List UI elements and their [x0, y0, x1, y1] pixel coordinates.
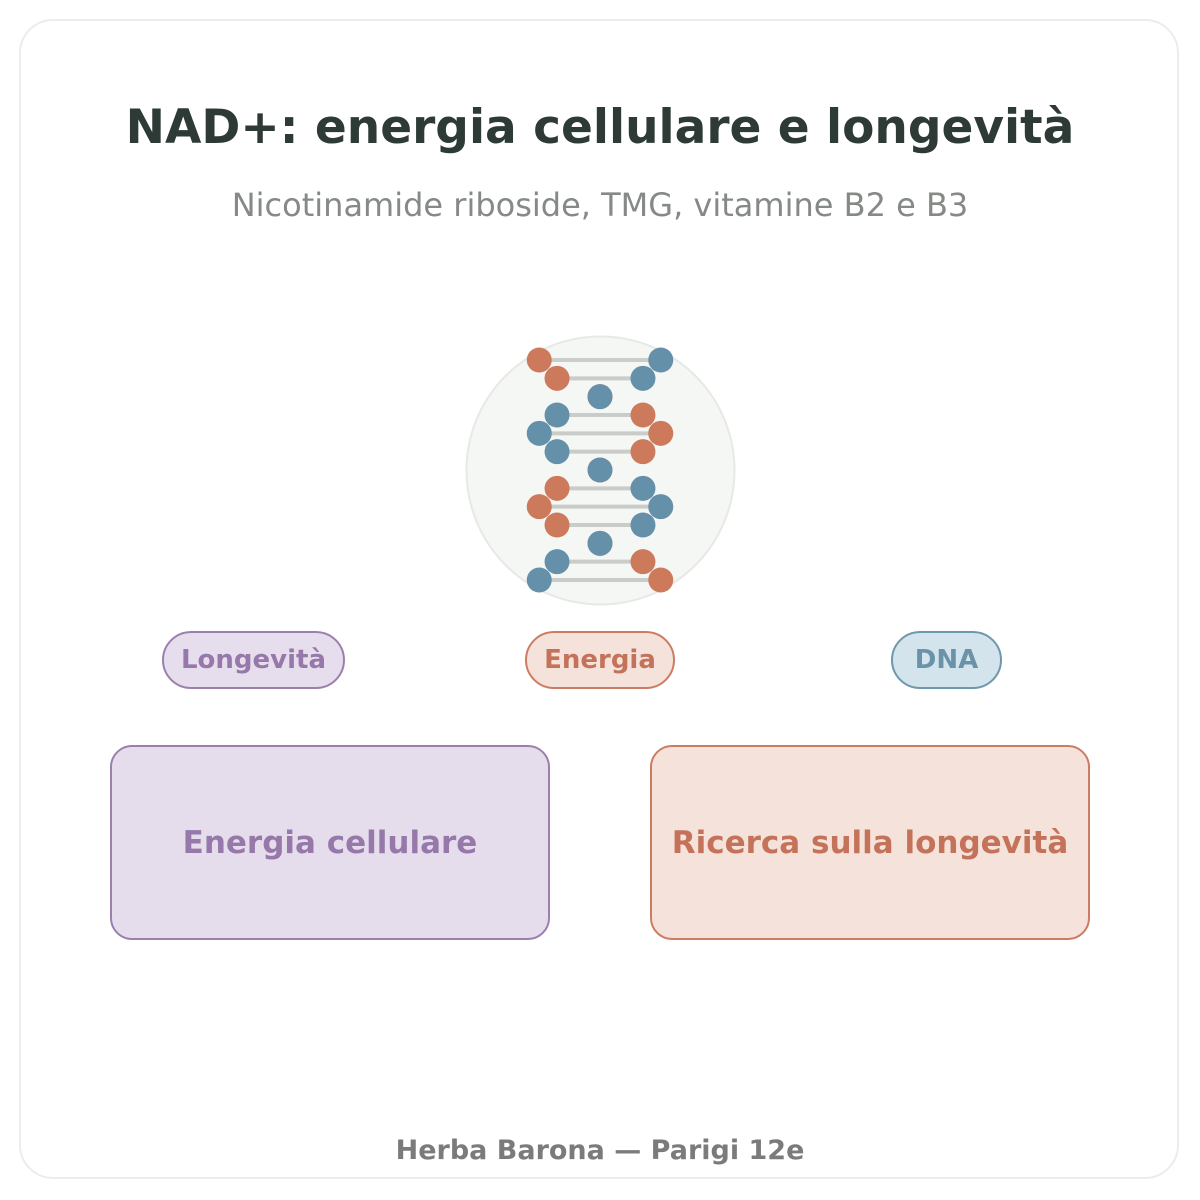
dna-node-strand-b — [544, 439, 570, 465]
box-energia-cellulare-label: Energia cellulare — [182, 824, 478, 861]
tag-longevita: Longevità — [162, 631, 345, 689]
dna-helix-icon — [465, 335, 736, 606]
dna-node-strand-b — [587, 530, 613, 556]
dna-node-strand-b — [526, 567, 552, 593]
dna-node-strand-a — [648, 420, 674, 446]
dna-node-strand-a — [544, 475, 570, 501]
page-title: NAD+: energia cellulare e longevità — [125, 100, 1075, 155]
dna-node-strand-a — [526, 494, 552, 520]
dna-node-strand-a — [526, 347, 552, 373]
tag-dna: DNA — [891, 631, 1002, 689]
dna-node-strand-b — [630, 365, 656, 391]
dna-node-strand-b — [544, 549, 570, 575]
footer-credit: Herba Barona — Parigi 12e — [395, 1135, 805, 1166]
dna-node-strand-b — [630, 475, 656, 501]
dna-node-strand-b — [587, 457, 613, 483]
dna-node-strand-a — [544, 512, 570, 538]
dna-node-strand-a — [630, 439, 656, 465]
dna-node-strand-a — [544, 365, 570, 391]
box-ricerca-longevita: Ricerca sulla longevità — [650, 745, 1090, 940]
dna-node-strand-b — [648, 494, 674, 520]
dna-node-strand-a — [630, 402, 656, 428]
dna-node-strand-b — [544, 402, 570, 428]
box-ricerca-longevita-label: Ricerca sulla longevità — [671, 824, 1069, 861]
dna-node-strand-b — [587, 384, 613, 410]
dna-node-strand-b — [630, 512, 656, 538]
page-subtitle: Nicotinamide riboside, TMG, vitamine B2 … — [231, 186, 969, 224]
dna-node-strand-b — [526, 420, 552, 446]
tag-energia: Energia — [525, 631, 675, 689]
dna-node-strand-a — [648, 567, 674, 593]
box-energia-cellulare: Energia cellulare — [110, 745, 550, 940]
dna-node-strand-b — [648, 347, 674, 373]
dna-illustration — [465, 335, 736, 606]
dna-node-strand-a — [630, 549, 656, 575]
